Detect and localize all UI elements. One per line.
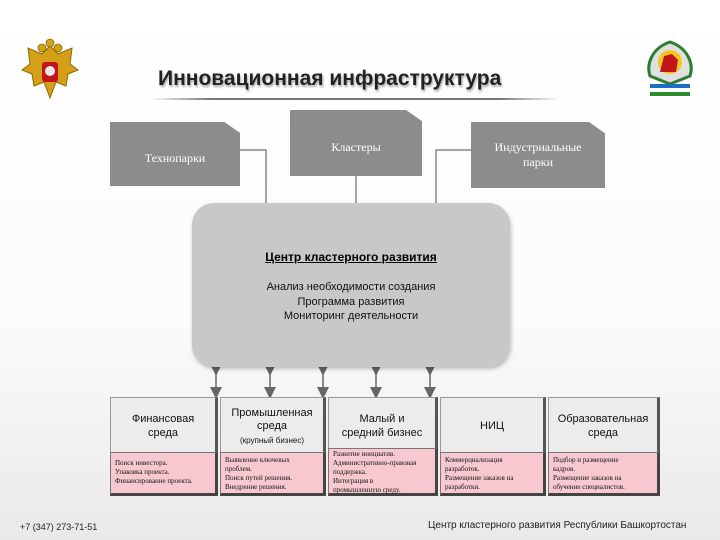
sme-detail-2: Административно-правовая [333, 459, 417, 467]
finance-details-box: Поиск инвестора. Упаковка проекта. Финан… [110, 452, 218, 496]
finance-env-box: Финансовая среда [110, 397, 218, 455]
footer-phone: +7 (347) 273-71-51 [20, 522, 98, 532]
nic-detail-4: разработки. [445, 483, 480, 491]
industrial-details-box: Выявление ключевых проблем. Поиск путей … [220, 452, 326, 496]
sme-detail-1: Развитие инициатив. [333, 450, 395, 458]
education-detail-2: кадров. [553, 465, 576, 473]
page-title: Инновационная инфраструктура [158, 67, 502, 90]
industrial-label-1: Промышленная [231, 407, 313, 419]
sme-detail-3: поддержка. [333, 468, 367, 476]
nic-label: НИЦ [480, 420, 504, 432]
industrial-parks-label-2: парки [522, 155, 553, 169]
industrial-detail-3: Поиск путей решения. [225, 474, 293, 482]
industrial-parks-box: Индустриальные парки [471, 122, 605, 188]
finance-label-2: среда [147, 427, 179, 439]
sme-label-1: Малый и [359, 413, 405, 425]
center-line-1: Анализ необходимости создания [266, 281, 436, 293]
finance-detail-3: Финансирование проекта. [115, 477, 193, 485]
industrial-sub: (крупный бизнес) [240, 436, 304, 445]
education-details-box: Подбор и размещение кадров. Размещение з… [548, 452, 660, 496]
sme-box: Малый и средний бизнес [328, 397, 438, 455]
nic-detail-1: Коммерциализация [445, 456, 503, 464]
technoparks-box: Технопарки [110, 122, 240, 186]
industrial-label-2: среда [256, 420, 288, 432]
technoparks-label: Технопарки [144, 150, 206, 165]
center-title: Центр кластерного развития [192, 250, 510, 264]
bashkortostan-emblem-icon [647, 40, 693, 96]
footer-organization: Центр кластерного развития Республики Ба… [428, 520, 687, 531]
nic-detail-3: Размещение заказов на [445, 474, 514, 482]
industrial-parks-label-1: Индустриальные [494, 140, 582, 154]
nic-details-box: Коммерциализация разработок. Размещение … [440, 452, 546, 496]
education-label-1: Образовательная [557, 413, 649, 425]
education-detail-1: Подбор и размещение [553, 456, 619, 464]
center-title-text: Центр кластерного развития [265, 250, 437, 264]
nic-box: НИЦ [440, 397, 546, 455]
title-underline [150, 98, 560, 100]
industrial-detail-1: Выявление ключевых [225, 456, 290, 464]
clusters-box: Кластеры [290, 110, 422, 176]
clusters-label: Кластеры [331, 140, 381, 154]
sme-detail-4: Интеграция в [333, 477, 374, 485]
education-detail-3: Размещение заказов на [553, 474, 622, 482]
sme-details-box: Развитие инициатив. Административно-прав… [328, 448, 438, 496]
cluster-development-center-box [192, 203, 510, 367]
industrial-detail-2: проблем. [225, 465, 252, 473]
center-functions: Анализ необходимости создания Программа … [192, 280, 510, 324]
nic-detail-2: разработок. [445, 465, 480, 473]
line-technoparks [240, 149, 267, 210]
industrial-detail-4: Внедрение решения. [225, 483, 287, 491]
finance-detail-1: Поиск инвестора. [115, 459, 168, 467]
education-label-2: среда [587, 427, 619, 439]
russia-coat-of-arms-icon [20, 38, 80, 100]
education-detail-4: обучение специалистов. [553, 483, 625, 491]
sme-label-2: средний бизнес [341, 427, 423, 439]
center-line-3: Мониторинг деятельности [283, 310, 419, 322]
center-line-2: Программа развития [297, 295, 405, 308]
education-env-box: Образовательная среда [548, 397, 660, 455]
industrial-env-box: Промышленная среда (крупный бизнес) [220, 397, 326, 455]
sme-detail-5: промышленную среду. [333, 486, 401, 494]
finance-label-1: Финансовая [131, 413, 195, 425]
finance-detail-2: Упаковка проекта. [115, 468, 170, 476]
line-industrial [435, 149, 471, 210]
